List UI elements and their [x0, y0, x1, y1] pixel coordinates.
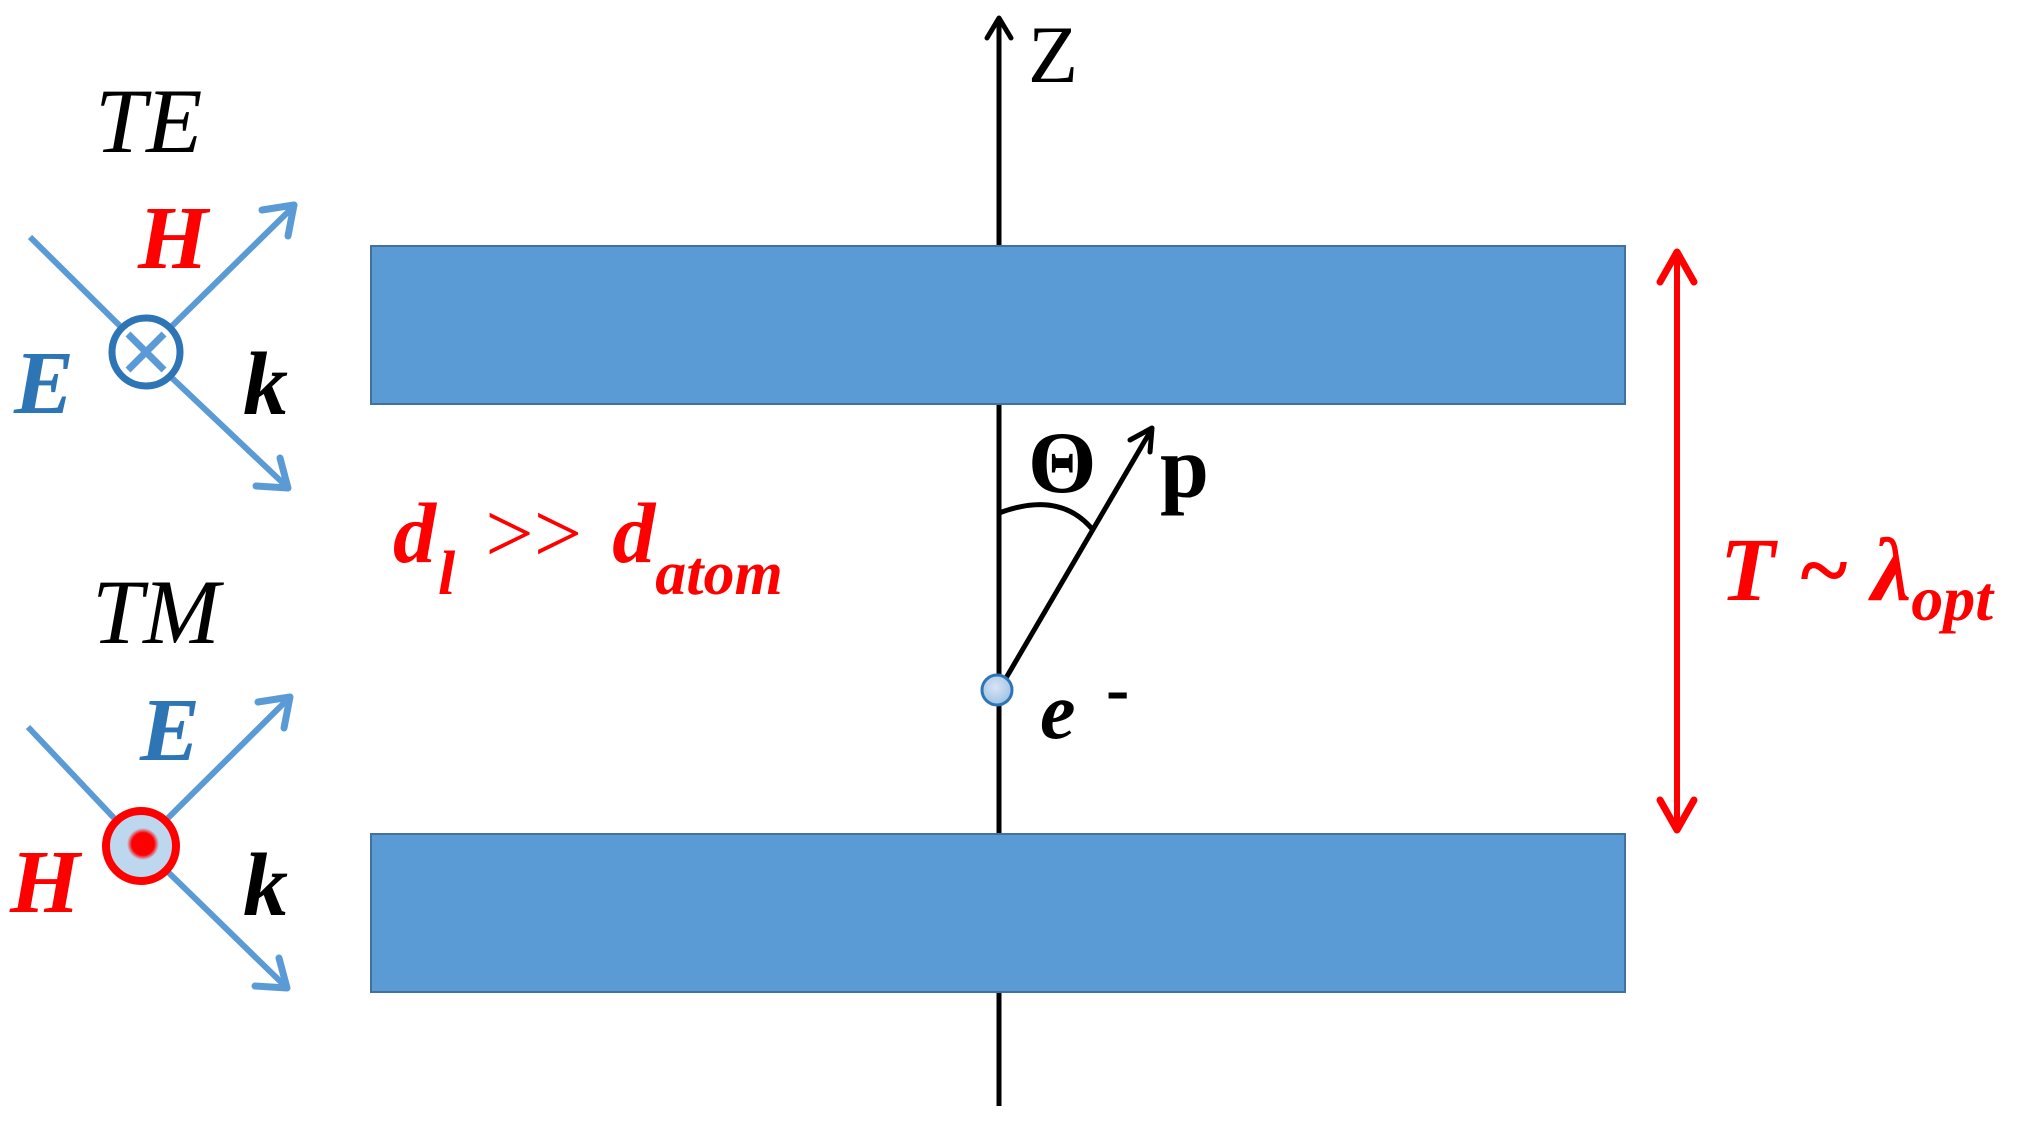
tm-h-label: H	[9, 833, 83, 932]
te-k-label: k	[243, 335, 288, 434]
z-axis-label: Z	[1028, 9, 1078, 100]
te-e-label: E	[13, 334, 74, 433]
momentum-label: p	[1160, 420, 1209, 517]
tm-polarization: TM E H k	[9, 561, 294, 992]
svg-text:dl>>datom: dl>>datom	[393, 485, 783, 608]
te-h-label: H	[137, 189, 211, 288]
tm-e-label: E	[139, 681, 200, 780]
te-polarization: TE H E k	[13, 70, 298, 492]
relation-left: dl>>datom	[393, 485, 783, 608]
electron-icon	[980, 673, 1014, 707]
top-slab	[370, 245, 1626, 405]
theta-label: Θ	[1028, 415, 1096, 512]
tm-title: TM	[92, 561, 224, 663]
thickness-arrow	[1656, 248, 1698, 834]
electron-label: e	[1040, 668, 1076, 756]
electron-charge: -	[1106, 651, 1129, 728]
tm-k-label: k	[243, 836, 288, 935]
angle-arc	[998, 502, 1095, 532]
te-title: TE	[95, 70, 202, 172]
relation-right: T ~ λopt	[1720, 521, 1995, 634]
bottom-slab	[370, 833, 1626, 993]
electron-momentum: Θ p e -	[980, 415, 1209, 756]
